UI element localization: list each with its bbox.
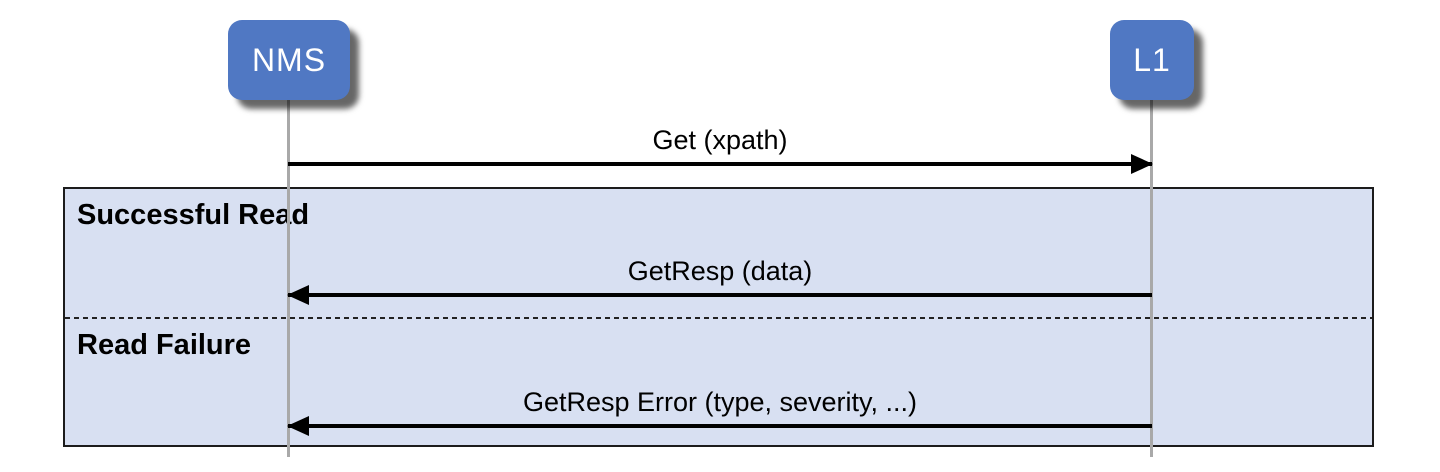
section-divider-dashed-line bbox=[65, 317, 1372, 319]
arrowhead-left-icon bbox=[287, 285, 309, 305]
message-get-label: Get (xpath) bbox=[652, 125, 788, 155]
lifeline-nms bbox=[287, 100, 290, 457]
section-label-successful-read: Successful Read bbox=[77, 199, 310, 231]
arrowhead-left-icon bbox=[287, 416, 309, 436]
actor-box-nms: NMS bbox=[228, 20, 350, 100]
message-get: Get (xpath) bbox=[288, 120, 1153, 174]
actor-label-nms: NMS bbox=[251, 41, 327, 78]
fragment-frame: Successful Read Read Failure bbox=[63, 187, 1374, 447]
actor-label-l1: L1 bbox=[1133, 41, 1171, 78]
actor-box-l1: L1 bbox=[1110, 20, 1194, 100]
message-getresp-line bbox=[288, 293, 1152, 297]
message-getresp-error-line bbox=[288, 424, 1152, 428]
message-getresp-error-label: GetResp Error (type, severity, ...) bbox=[522, 387, 918, 417]
arrowhead-right-icon bbox=[1131, 154, 1153, 174]
section-label-read-failure: Read Failure bbox=[77, 329, 252, 361]
message-getresp-error: GetResp Error (type, severity, ...) bbox=[287, 382, 1152, 436]
message-get-line bbox=[288, 162, 1152, 166]
lifeline-l1 bbox=[1150, 100, 1153, 457]
message-getresp: GetResp (data) bbox=[287, 251, 1152, 305]
message-getresp-label: GetResp (data) bbox=[627, 256, 813, 286]
